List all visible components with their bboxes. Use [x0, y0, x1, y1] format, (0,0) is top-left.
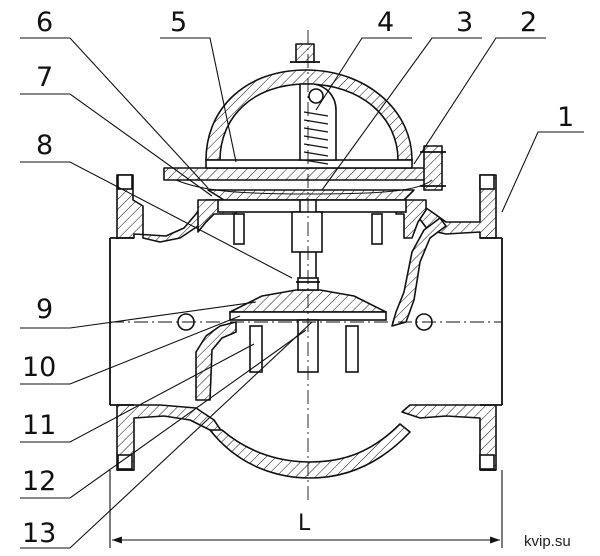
callout-8: 8: [20, 130, 293, 279]
callout-2: 2: [413, 7, 546, 165]
callout-6: 6: [20, 7, 209, 189]
callout-label-5: 5: [170, 7, 187, 38]
callout-label-9: 9: [36, 294, 53, 325]
callout-4: 4: [315, 7, 412, 111]
callout-11: 11: [20, 343, 255, 443]
callout-label-12: 12: [22, 466, 56, 497]
callout-9: 9: [20, 294, 257, 329]
diaphragm-assembly: [175, 179, 433, 373]
body-bowl: [209, 423, 411, 479]
top-plug: [295, 43, 315, 63]
callout-13: 13: [20, 321, 313, 549]
watermark: kvip.su: [524, 533, 571, 550]
valve-body: [109, 174, 503, 479]
callout-label-4: 4: [377, 7, 394, 38]
dimension-label: L: [298, 511, 311, 536]
dimension-L: L: [109, 470, 503, 548]
spring: [303, 111, 329, 165]
callout-label-11: 11: [22, 410, 56, 441]
callout-12: 12: [20, 329, 307, 499]
callout-label-13: 13: [22, 518, 56, 549]
cover-bolt: [423, 145, 443, 191]
callout-1: 1: [501, 102, 584, 213]
callout-label-1: 1: [557, 102, 574, 133]
callout-7: 7: [20, 62, 213, 197]
bonnet-flange: [163, 167, 441, 181]
diaphragm-upper-plate: [207, 189, 415, 201]
callout-label-10: 10: [22, 352, 56, 383]
callout-label-3: 3: [456, 7, 473, 38]
callout-label-6: 6: [36, 7, 53, 38]
bonnet: [163, 43, 446, 191]
callout-3: 3: [321, 7, 482, 191]
lower-guide: [249, 325, 263, 373]
callout-label-7: 7: [36, 62, 53, 93]
callout-10: 10: [20, 315, 241, 385]
callout-5: 5: [160, 7, 237, 163]
callout-label-8: 8: [36, 130, 53, 161]
callout-label-2: 2: [520, 7, 537, 38]
body-partition: [195, 321, 237, 401]
body-seat-right: [391, 217, 447, 327]
